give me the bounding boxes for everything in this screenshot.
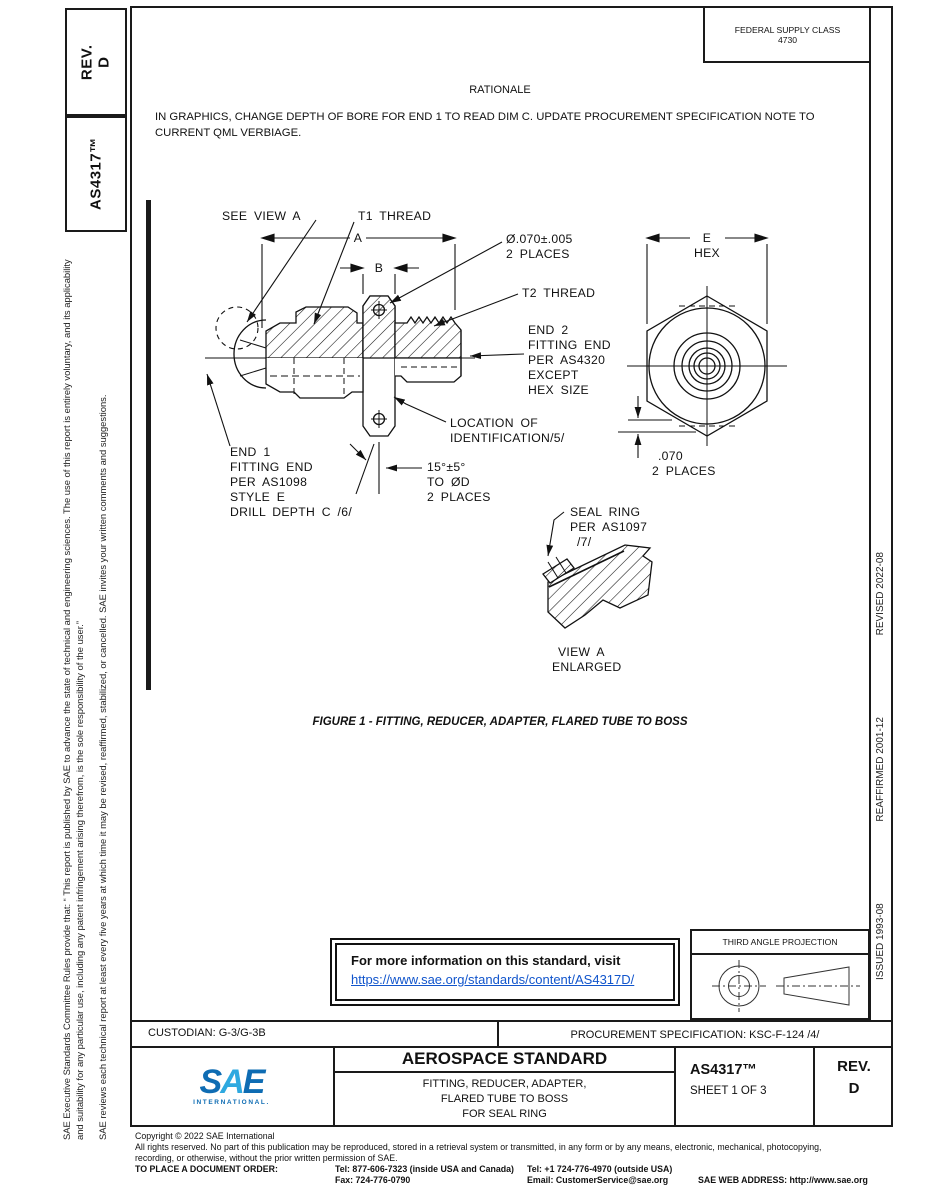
title-subtitle-2: FLARED TUBE TO BOSS bbox=[440, 1093, 569, 1105]
svg-text:DRILL DEPTH C /6/: DRILL DEPTH C /6/ bbox=[230, 505, 352, 519]
fsc-code: 4730 bbox=[777, 34, 798, 45]
label-t1-thread: T1 THREAD bbox=[358, 209, 431, 223]
label-end2: END 2 bbox=[528, 323, 568, 337]
revision-change-bar bbox=[146, 200, 151, 690]
label-view-a-caption: VIEW A bbox=[558, 645, 605, 659]
right-column-divider bbox=[869, 6, 871, 1020]
third-angle-projection-box: THIRD ANGLE PROJECTION bbox=[690, 929, 870, 1020]
label-seal-ring: SEAL RING bbox=[570, 505, 640, 519]
side-view bbox=[205, 295, 475, 437]
tel-inside: Tel: 877-606-7323 (inside USA and Canada… bbox=[335, 1164, 514, 1174]
svg-text:2 PLACES: 2 PLACES bbox=[427, 490, 491, 504]
projection-title: THIRD ANGLE PROJECTION bbox=[692, 931, 868, 955]
doc-number: AS4317™ bbox=[690, 1062, 757, 1078]
reaffirmed-date: REAFFIRMED 2001-12 bbox=[875, 717, 886, 822]
label-location-id: LOCATION OF bbox=[450, 416, 538, 430]
label-t2-thread: T2 THREAD bbox=[522, 286, 595, 300]
label-see-view-a: SEE VIEW A bbox=[222, 209, 301, 223]
view-a-detail-circle bbox=[215, 306, 259, 350]
svg-text:FITTING END: FITTING END bbox=[528, 338, 611, 352]
rev-tab: REV. D bbox=[65, 8, 127, 116]
web-address: SAE WEB ADDRESS: http://www.sae.org bbox=[698, 1175, 868, 1185]
svg-text:ENLARGED: ENLARGED bbox=[552, 660, 621, 674]
svg-text:/7/: /7/ bbox=[577, 535, 592, 549]
rev-label: REV. bbox=[837, 1058, 871, 1075]
label-dim-a: A bbox=[354, 231, 363, 245]
svg-text:IDENTIFICATION/5/: IDENTIFICATION/5/ bbox=[450, 431, 565, 445]
sae-logo: SAE INTERNATIONAL. bbox=[193, 1063, 270, 1106]
svg-text:PER AS4320: PER AS4320 bbox=[528, 353, 605, 367]
rights-line-1: All rights reserved. No part of this pub… bbox=[135, 1142, 822, 1152]
rev-tab-label: REV. D bbox=[78, 44, 113, 80]
label-hex-070: .070 bbox=[658, 449, 683, 463]
projection-symbol-icon bbox=[712, 960, 860, 1012]
fax: Fax: 724-776-0790 bbox=[335, 1175, 411, 1185]
rationale-body: IN GRAPHICS, CHANGE DEPTH OF BORE FOR EN… bbox=[155, 111, 815, 139]
svg-text:FITTING END: FITTING END bbox=[230, 460, 313, 474]
label-angle: 15°±5° bbox=[427, 460, 466, 474]
standard-link[interactable]: https://www.sae.org/standards/content/AS… bbox=[351, 972, 635, 987]
standard-number-label: AS4317™ bbox=[87, 137, 105, 211]
title-subtitle-3: FOR SEAL RING bbox=[462, 1108, 547, 1120]
svg-text:2 PLACES: 2 PLACES bbox=[652, 464, 716, 478]
rights-line-2: recording, or otherwise, without the pri… bbox=[135, 1153, 398, 1163]
custodian-field: CUSTODIAN: G-3/G-3B bbox=[148, 1027, 266, 1039]
order-label: TO PLACE A DOCUMENT ORDER: bbox=[135, 1164, 278, 1174]
committee-rules-note: SAE Executive Standards Committee Rules … bbox=[61, 259, 85, 1140]
seal-ring-section bbox=[542, 558, 575, 584]
figure-caption: FIGURE 1 - FITTING, REDUCER, ADAPTER, FL… bbox=[312, 716, 688, 728]
label-hex: HEX bbox=[694, 246, 720, 260]
svg-text:HEX SIZE: HEX SIZE bbox=[528, 383, 589, 397]
tel-outside: Tel: +1 724-776-4970 (outside USA) bbox=[527, 1164, 673, 1174]
federal-supply-class-box: FEDERAL SUPPLY CLASS 4730 bbox=[703, 8, 870, 63]
rev-value: D bbox=[848, 1080, 860, 1097]
rationale-title: RATIONALE bbox=[469, 84, 531, 96]
svg-text:PER AS1098: PER AS1098 bbox=[230, 475, 307, 489]
copyright-line: Copyright © 2022 SAE International bbox=[135, 1131, 275, 1141]
fsc-title: FEDERAL SUPPLY CLASS bbox=[734, 24, 841, 35]
svg-text:2 PLACES: 2 PLACES bbox=[506, 247, 570, 261]
svg-text:TO ØD: TO ØD bbox=[427, 475, 470, 489]
label-dia-note: Ø.070±.005 bbox=[506, 232, 573, 246]
drawing-labels: SEE VIEW A T1 THREAD A B Ø.070±.005 2 PL… bbox=[222, 209, 720, 674]
revised-date: REVISED 2022-08 bbox=[875, 552, 886, 636]
more-info-box: For more information on this standard, v… bbox=[330, 938, 680, 1006]
procurement-spec-field: PROCUREMENT SPECIFICATION: KSC-F-124 /4/ bbox=[570, 1029, 820, 1041]
title-subtitle-1: FITTING, REDUCER, ADAPTER, bbox=[422, 1078, 587, 1090]
revision-history-column: ISSUED 1993-08 REAFFIRMED 2001-12 REVISE… bbox=[875, 552, 886, 980]
issued-date: ISSUED 1993-08 bbox=[875, 903, 886, 980]
title-block-heading: AEROSPACE STANDARD bbox=[401, 1049, 608, 1068]
label-hex-e: E bbox=[703, 231, 711, 245]
svg-text:STYLE E: STYLE E bbox=[230, 490, 285, 504]
sheet-number: SHEET 1 OF 3 bbox=[690, 1085, 767, 1097]
review-policy-note: SAE reviews each technical report at lea… bbox=[97, 394, 108, 1140]
standard-number-tab: AS4317™ bbox=[65, 116, 127, 232]
view-a-enlarged bbox=[542, 511, 653, 629]
email: Email: CustomerService@sae.org bbox=[527, 1175, 669, 1185]
label-end1: END 1 bbox=[230, 445, 270, 459]
dimensions-leaders bbox=[206, 219, 525, 495]
svg-text:EXCEPT: EXCEPT bbox=[528, 368, 579, 382]
hex-end-view bbox=[618, 233, 787, 458]
svg-text:PER AS1097: PER AS1097 bbox=[570, 520, 647, 534]
label-dim-b: B bbox=[375, 261, 383, 275]
more-info-text: For more information on this standard, v… bbox=[351, 953, 621, 968]
drawing-frame bbox=[130, 6, 893, 1127]
sae-logo-subtext: INTERNATIONAL. bbox=[193, 1099, 270, 1106]
figure-1-drawing: SEE VIEW A T1 THREAD A B Ø.070±.005 2 PL… bbox=[205, 209, 787, 674]
